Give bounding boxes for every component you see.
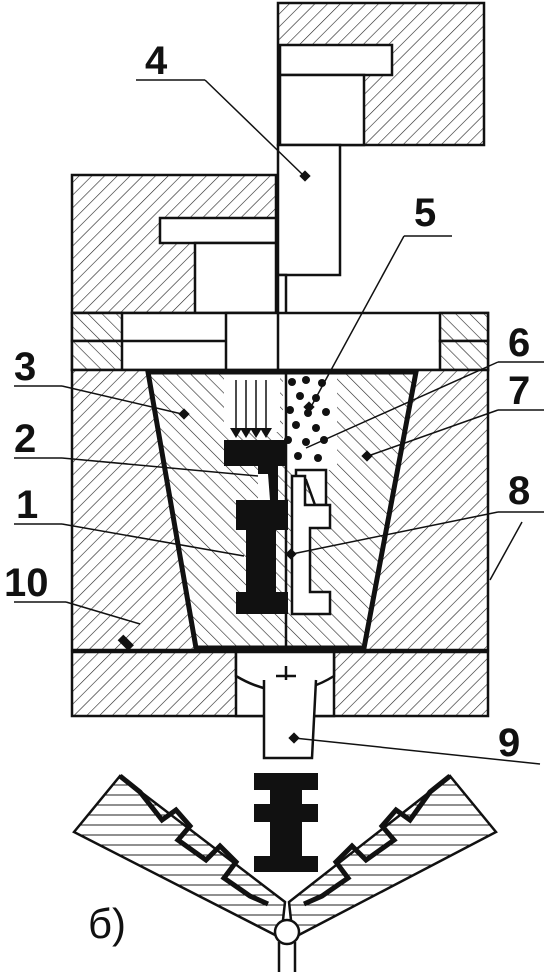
spacer-plate — [70, 311, 490, 372]
label-4: 4 — [145, 39, 168, 83]
caption-b: б) — [88, 900, 126, 947]
label-3: 3 — [14, 345, 36, 389]
split-die-right — [287, 774, 498, 940]
leader-lines — [14, 79, 544, 765]
split-die-left — [72, 774, 287, 940]
pressure-arrows — [230, 380, 272, 438]
upper-guide-block — [70, 173, 278, 315]
label-8: 8 — [508, 469, 530, 513]
ejected-part — [254, 773, 318, 872]
top-plate — [276, 1, 486, 147]
powder-granules — [178, 376, 373, 560]
label-9: 9 — [498, 721, 520, 765]
label-2: 2 — [14, 417, 36, 461]
label-5: 5 — [414, 191, 436, 235]
workpiece — [224, 440, 288, 614]
label-10: 10 — [4, 561, 49, 605]
label-6: 6 — [508, 321, 530, 365]
label-7: 7 — [508, 369, 530, 413]
hinge-pin — [273, 918, 301, 972]
label-1: 1 — [16, 483, 38, 527]
